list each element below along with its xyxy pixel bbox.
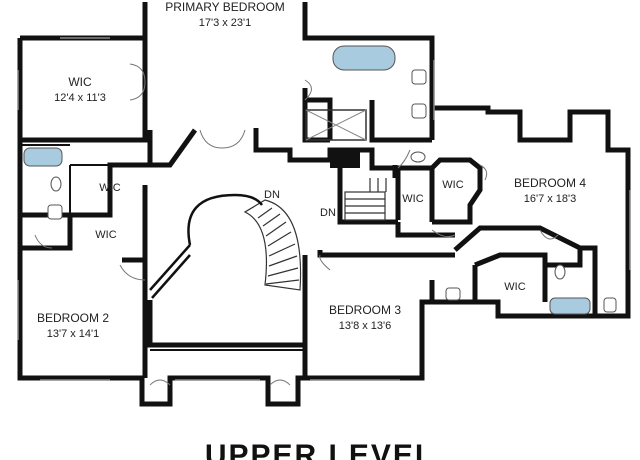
plan-title: UPPER LEVEL — [205, 439, 435, 460]
room-name: BEDROOM 3 — [329, 303, 401, 317]
room-wic-primary: WIC 12'4 x 11'3 — [54, 75, 106, 104]
room-dimensions: 16'7 x 18'3 — [524, 193, 577, 205]
stair-label-main: DN — [264, 189, 280, 201]
windows — [17, 37, 631, 381]
bathtub-bed2-bath — [23, 147, 63, 167]
room-bedroom-4: BEDROOM 4 16'7 x 18'3 — [514, 176, 586, 205]
room-dimensions: 17'3 x 23'1 — [199, 17, 252, 29]
room-dimensions: 12'4 x 11'3 — [54, 92, 106, 104]
bathtub-bed4-bath — [549, 297, 591, 315]
room-bedroom-2: BEDROOM 2 13'7 x 14'1 — [37, 311, 109, 340]
closet-label-wic-d: WIC — [402, 193, 423, 205]
room-primary-bedroom: PRIMARY BEDROOM 17'3 x 23'1 — [165, 0, 285, 29]
bathtub-primary — [332, 45, 396, 71]
closet-label-wic-c: WIC — [442, 179, 463, 191]
interior-lines — [20, 144, 305, 351]
room-bedroom-3: BEDROOM 3 13'8 x 13'6 — [329, 303, 401, 332]
chimney-block — [330, 150, 360, 168]
shower-stall — [305, 109, 367, 141]
closet-label-wic-a: WIC — [99, 182, 120, 194]
room-dimensions: 13'7 x 14'1 — [47, 328, 100, 340]
room-name: BEDROOM 2 — [37, 311, 109, 325]
landing-railing — [149, 193, 264, 299]
room-name: BEDROOM 4 — [514, 176, 586, 190]
back-staircase — [344, 178, 387, 221]
closet-label-wic-b: WIC — [95, 229, 116, 241]
door-swings — [34, 63, 559, 386]
stair-label-back: DN — [320, 207, 336, 219]
room-name: WIC — [68, 75, 92, 89]
room-dimensions: 13'8 x 13'6 — [339, 320, 392, 332]
bath-fixtures — [23, 45, 617, 315]
main-staircase — [243, 199, 302, 291]
closet-label-wic-e: WIC — [504, 281, 525, 293]
room-name: PRIMARY BEDROOM — [165, 0, 285, 14]
